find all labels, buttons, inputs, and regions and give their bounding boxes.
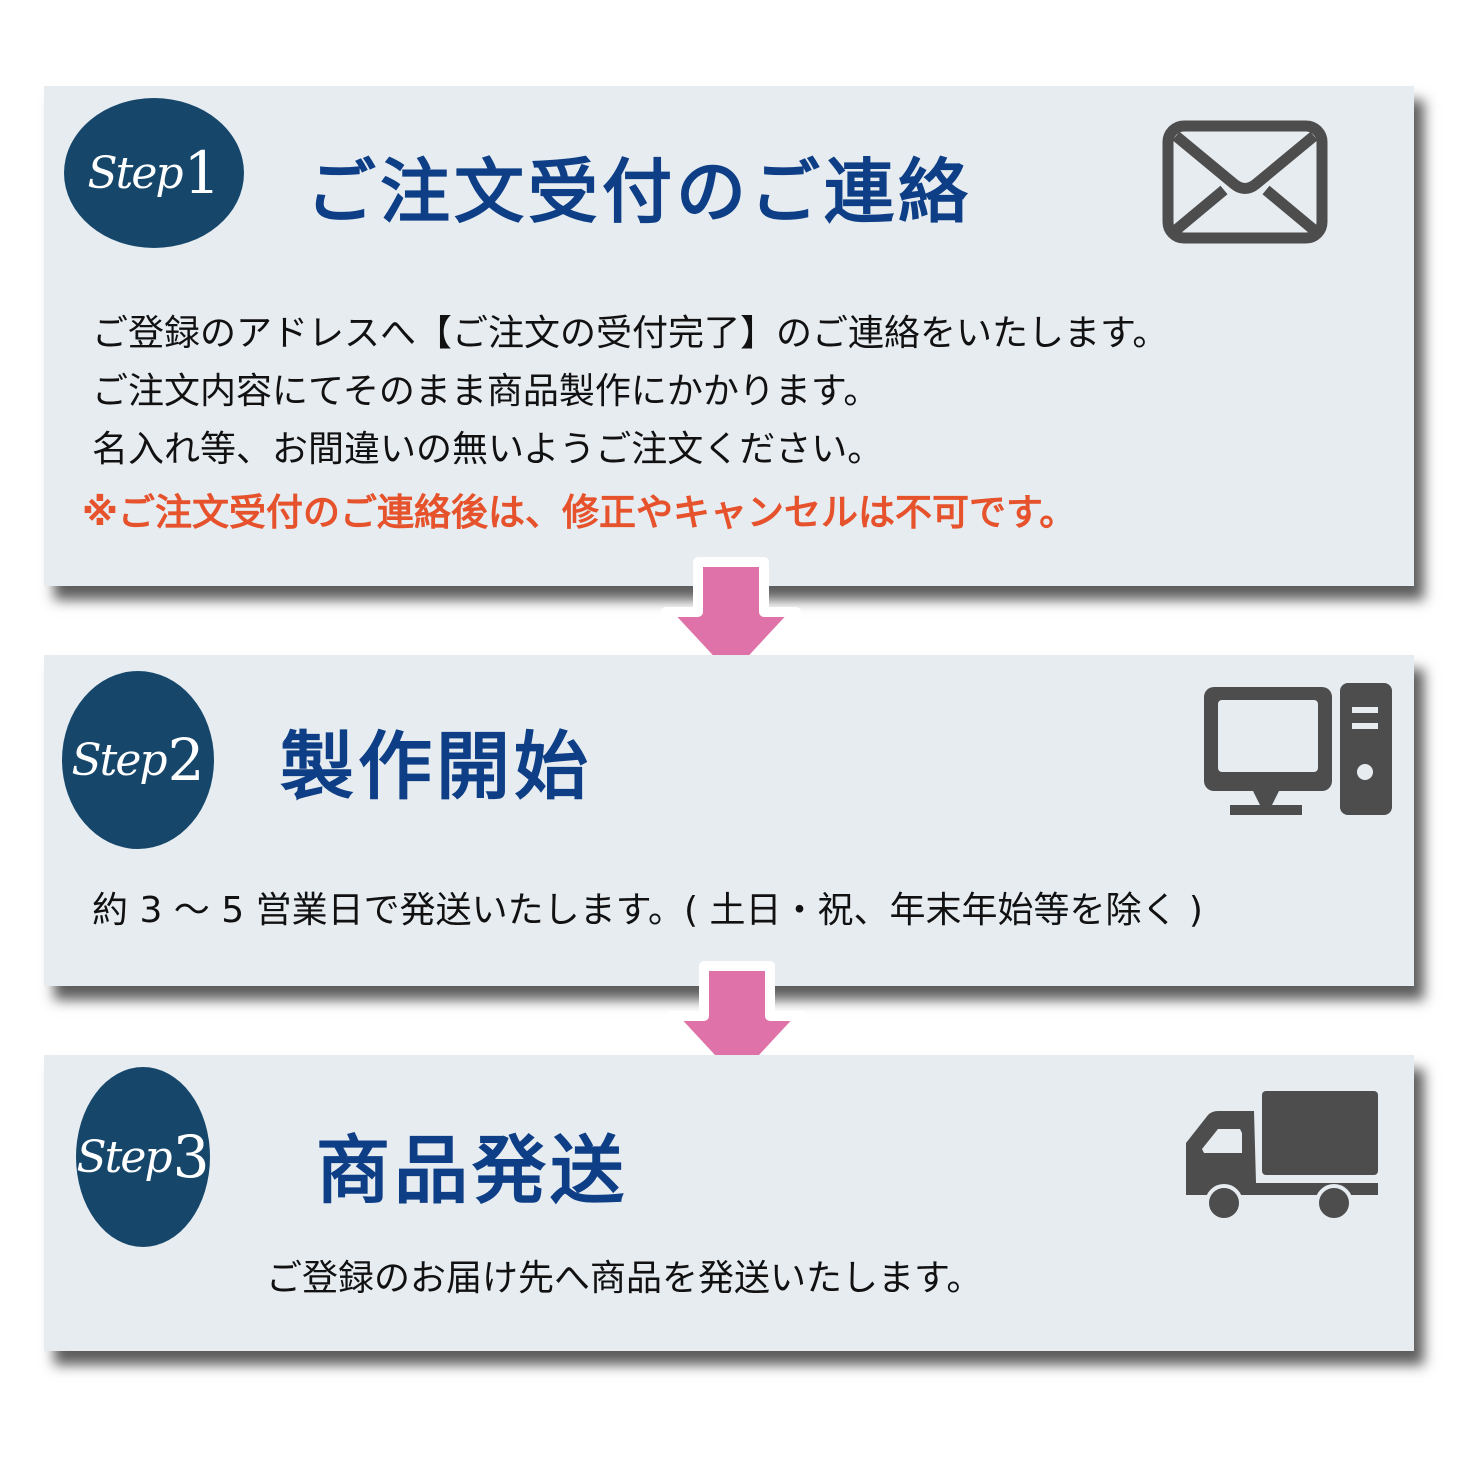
step-3-line-1: ご登録のお届け先へ商品を発送いたします。 [266, 1258, 983, 1299]
step-1-badge: Step 1 [64, 98, 244, 248]
step-1-warning: ※ご注文受付のご連絡後は、修正やキャンセルは不可です。 [82, 491, 1077, 534]
step-3-title: 商品発送 [316, 1128, 628, 1214]
step-badge-word: Step [71, 734, 168, 786]
step-1-line-2: ご注文内容にてそのまま商品製作にかかります。 [92, 371, 880, 412]
step-badge-word: Step [76, 1131, 173, 1183]
step-3-panel: Step 3 商品発送 ご登録のお届け先へ商品を発送いたします。 [44, 1055, 1414, 1351]
step-1-line-1: ご登録のアドレスへ【ご注文の受付完了】のご連絡をいたします。 [92, 313, 1169, 354]
down-arrow-icon [667, 961, 807, 1091]
step-1-panel: Step 1 ご注文受付のご連絡 ご登録のアドレスへ【ご注文の受付完了】のご連絡… [44, 86, 1414, 586]
step-badge-word: Step [87, 147, 184, 199]
envelope-icon [1162, 120, 1328, 244]
desktop-computer-icon [1204, 683, 1392, 815]
step-badge-number: 2 [167, 726, 205, 794]
step-1-line-3: 名入れ等、お間違いの無いようご注文ください。 [92, 429, 884, 470]
down-arrow-icon [661, 557, 801, 687]
step-2-panel: Step 2 製作開始 約 3 ～ 5 営業日で発送いたします。( 土日・祝、年… [44, 655, 1414, 986]
step-3-badge: Step 3 [76, 1067, 210, 1247]
step-1-title: ご注文受付のご連絡 [306, 151, 972, 233]
step-2-title: 製作開始 [280, 724, 592, 810]
step-2-badge: Step 2 [62, 671, 214, 849]
delivery-truck-icon [1186, 1091, 1378, 1222]
step-badge-number: 3 [172, 1123, 210, 1191]
step-badge-number: 1 [183, 139, 221, 207]
step-2-line-1: 約 3 ～ 5 営業日で発送いたします。( 土日・祝、年末年始等を除く ) [92, 890, 1203, 931]
